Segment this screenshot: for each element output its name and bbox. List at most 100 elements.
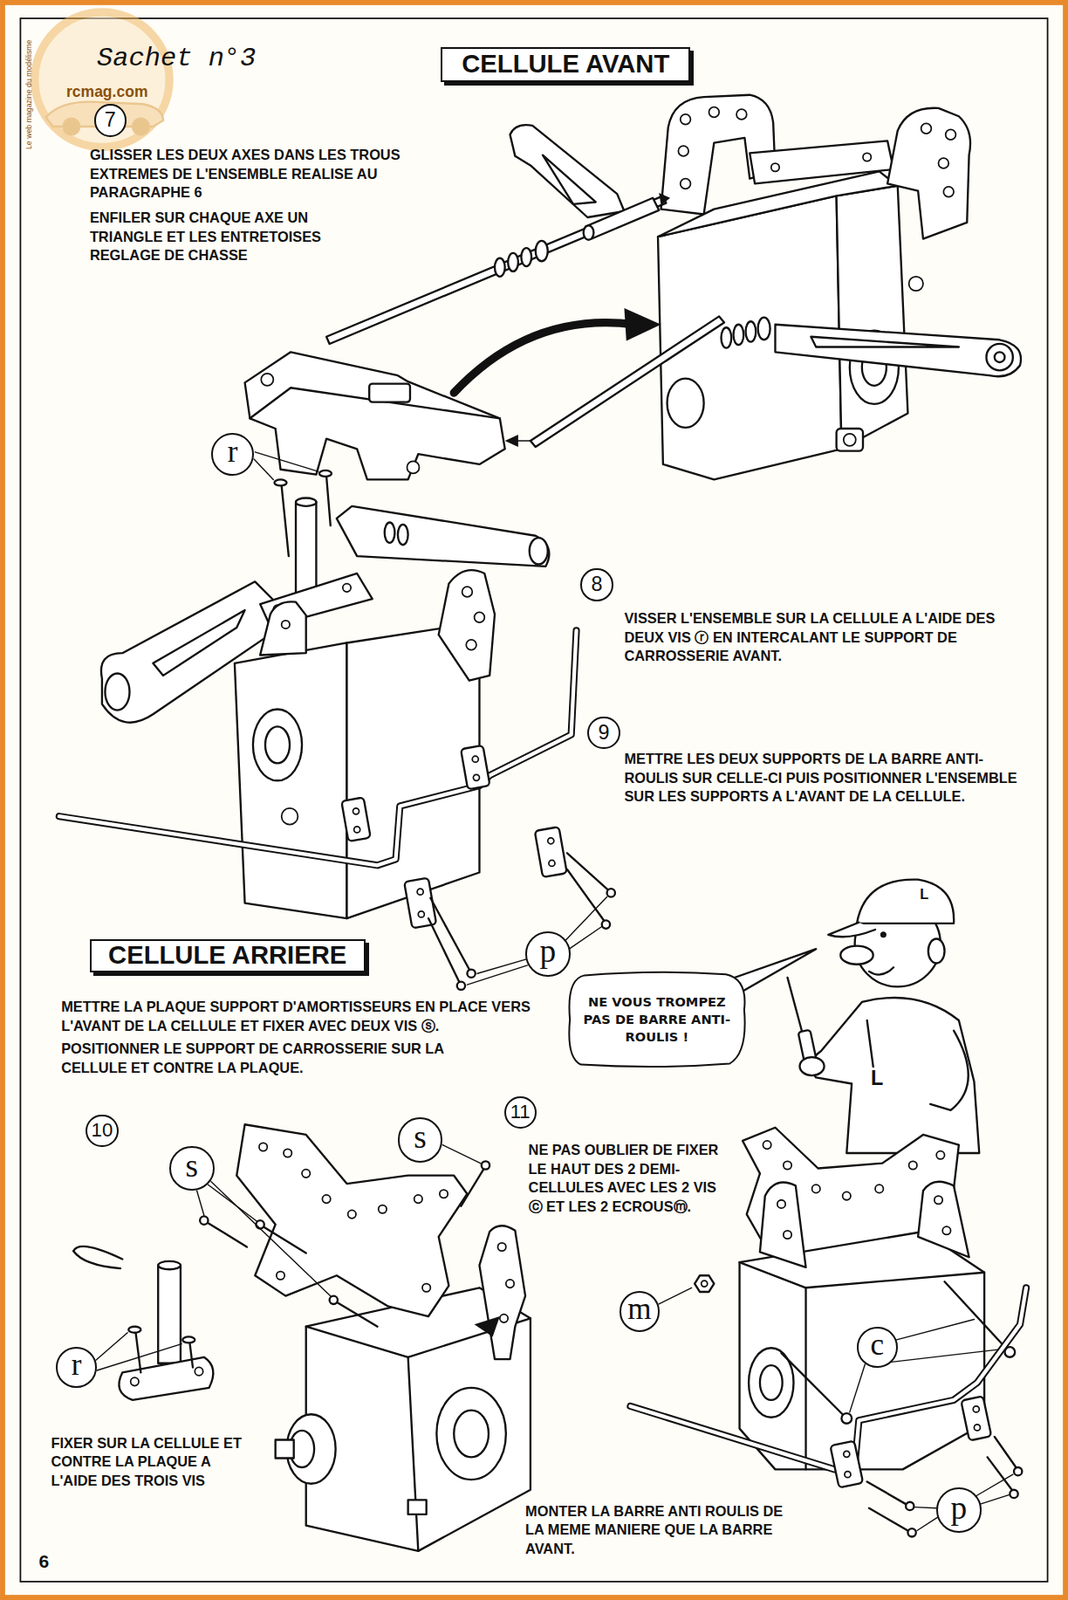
part-letter: r [211, 432, 254, 476]
front-cell-exploded-part [585, 198, 659, 240]
rear-cell-assembled-part [936, 1150, 945, 1159]
rear-cell-assembled-part [759, 1181, 807, 1267]
rear-cell-exploded-part [197, 1190, 205, 1215]
rear-cell-assembled-part [629, 1287, 1027, 1469]
front-cell-assembled-part [253, 708, 302, 781]
front-cell-assembled-part [342, 583, 351, 592]
page-frame-part [20, 18, 1048, 1582]
rear-cell-assembled-part [762, 1140, 771, 1149]
front-cell-exploded-part [520, 247, 532, 267]
front-cell-exploded-part [657, 171, 898, 237]
front-cell-exploded-part [507, 253, 519, 272]
rear-cell-assembled-part [658, 1287, 692, 1304]
rear-cell-assembled-part [972, 1405, 979, 1412]
callout-label: 9 [598, 722, 610, 743]
rear-cell-exploded-part [474, 1315, 500, 1336]
front-cell-assembled-part [253, 458, 274, 480]
rear-cell-assembled-part [867, 1480, 906, 1504]
front-cell-assembled-part [254, 451, 318, 472]
part-letter: c [856, 1326, 898, 1368]
section-heading: CELLULE AVANT [440, 47, 691, 83]
instruction-text: METTRE LES DEUX SUPPORTS DE LA BARRE ANT… [623, 749, 1033, 807]
front-cell-exploded-part [542, 155, 596, 205]
front-cell-exploded-part [708, 107, 719, 118]
callout-label: r [227, 436, 239, 467]
front-cell-assembled-part [548, 859, 555, 866]
page-title: Sachet n°3 [96, 44, 256, 74]
rear-cell-exploded-part [199, 1215, 208, 1224]
rear-cell-assembled-part [739, 1261, 807, 1469]
mechanic-figure-part [840, 945, 873, 965]
rear-cell-assembled-part [701, 1280, 708, 1287]
rear-cell-exploded-part [499, 1314, 508, 1322]
rear-cell-exploded-part [460, 1169, 484, 1206]
callout-label: r [71, 1348, 83, 1380]
rear-cell-assembled-part [829, 1440, 863, 1488]
rear-cell-assembled-part [783, 1230, 792, 1239]
callout-label: 10 [91, 1120, 114, 1140]
rear-cell-assembled-part [739, 1231, 986, 1469]
front-cell-assembled-part [438, 569, 495, 681]
front-cell-assembled-part [547, 837, 555, 844]
speech-text: NE VOUS TROMPEZ PAS DE BARRE ANTI-ROULIS… [577, 992, 736, 1045]
rear-cell-assembled-part [694, 1274, 714, 1292]
callout-label: m [627, 1293, 651, 1324]
callout-label: c [870, 1328, 885, 1360]
rear-cell-assembled-part [973, 1424, 980, 1431]
part-letter: p [936, 1486, 981, 1532]
rear-cell-assembled-part [917, 1516, 938, 1530]
front-cell-assembled-part [477, 958, 527, 973]
front-cell-assembled-part [462, 586, 473, 597]
rear-cell-exploded-part [211, 1181, 331, 1296]
front-cell-assembled-part [234, 642, 348, 918]
front-cell-exploded-part [680, 114, 692, 125]
front-cell-assembled-part [474, 611, 486, 623]
rear-cell-exploded-part [276, 1271, 285, 1280]
rear-cell-assembled-part [629, 1287, 1027, 1469]
front-cell-assembled-part [457, 981, 466, 990]
rear-cell-exploded-part [157, 1265, 181, 1363]
rear-cell-assembled-part [777, 1199, 786, 1208]
front-cell-exploded-part [733, 324, 745, 345]
rear-cell-assembled-part [976, 1473, 1014, 1496]
callout-label: 11 [510, 1102, 531, 1122]
rear-cell-assembled-part [987, 1456, 1013, 1489]
rear-cell-assembled-part [960, 1395, 992, 1440]
mechanic-figure-part [828, 922, 876, 938]
instruction-text: GLISSER LES DEUX AXES DANS LES TROUS EXT… [89, 145, 476, 203]
rear-cell-assembled-part [759, 1364, 783, 1400]
mechanic-figure-part [856, 879, 954, 924]
front-cell-exploded-part [774, 324, 1021, 377]
part-letter: s [169, 1145, 214, 1191]
front-cell-exploded-part [843, 433, 856, 446]
front-cell-exploded-part [494, 258, 506, 277]
rear-cell-assembled-part [889, 1348, 1004, 1362]
front-cell-assembled-part [565, 896, 608, 941]
rear-cell-exploded-part [453, 1410, 489, 1458]
rear-cell-exploded-part [259, 1142, 267, 1151]
front-cell-assembled-part [336, 506, 550, 567]
rear-cell-exploded-part [130, 1376, 139, 1385]
rear-cell-assembled-part [780, 1352, 843, 1414]
front-cell-assembled-part [466, 969, 475, 978]
front-cell-assembled-part [397, 524, 409, 545]
rear-cell-exploded-part [301, 1169, 310, 1178]
front-cell-assembled-part [59, 629, 577, 865]
watermark: rcmag.com [41, 82, 174, 103]
part-letter: m [619, 1290, 661, 1332]
front-cell-exploded-part [909, 276, 924, 291]
front-cell-assembled [59, 451, 616, 990]
front-cell-assembled-part [281, 485, 289, 556]
front-cell-exploded-part [721, 327, 733, 348]
rear-cell-assembled-part [915, 1506, 938, 1508]
mechanic-figure-part [800, 1056, 825, 1075]
instruction-text: FIXER SUR LA CELLULE ET CONTRE LA PLAQUE… [50, 1433, 261, 1491]
front-cell-assembled-part [295, 501, 316, 600]
front-cell-assembled-part [260, 601, 307, 655]
front-cell-assembled-part [466, 965, 528, 985]
instruction-text: VISSER L'ENSEMBLE SUR LA CELLULE A L'AID… [623, 609, 1033, 666]
front-cell-exploded-part [746, 321, 757, 342]
rear-cell-exploded-part [498, 1242, 507, 1251]
watermark-logo-part [34, 12, 170, 147]
